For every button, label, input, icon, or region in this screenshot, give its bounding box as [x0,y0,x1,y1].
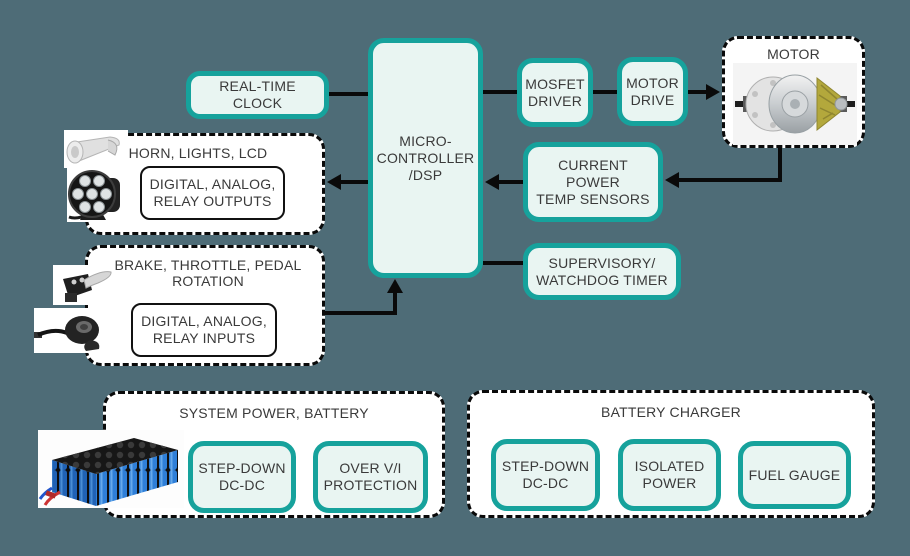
system-power-title: SYSTEM POWER, BATTERY [179,405,369,421]
charger-title: BATTERY CHARGER [601,404,741,420]
relay-outputs-line1: DIGITAL, ANALOG, [149,176,276,192]
throttle-sensor-image [34,308,108,353]
air-horn-image [64,130,128,168]
hub-motor-image [733,63,857,145]
system-power-group: SYSTEM POWER, BATTERY STEP-DOWN DC-DC OV… [103,391,445,518]
inputs-title-line1: BRAKE, THROTTLE, PEDAL [114,257,302,273]
inputs-group-title: BRAKE, THROTTLE, PEDAL ROTATION [103,257,313,289]
outputs-group-title: HORN, LIGHTS, LCD [128,145,268,161]
rtc-box: REAL-TIME CLOCK [186,71,329,119]
brake-lever-image [53,265,113,305]
led-headlight-image [67,166,124,222]
mosfet-driver-box: MOSFET DRIVER [517,58,593,127]
over-vi-protection-box: OVER V/I PROTECTION [313,441,428,513]
relay-outputs-box: DIGITAL, ANALOG, RELAY OUTPUTS [140,166,285,220]
system-stepdown-dcdc-box: STEP-DOWN DC-DC [188,441,296,513]
relay-inputs-line2: RELAY INPUTS [152,330,256,346]
charger-group: BATTERY CHARGER STEP-DOWN DC-DC ISOLATED… [467,390,875,518]
relay-inputs-box: DIGITAL, ANALOG, RELAY INPUTS [131,303,277,357]
outputs-group: HORN, LIGHTS, LCD DIGITAL, ANALOG, RELAY… [85,133,325,235]
charger-stepdown-dcdc-box: STEP-DOWN DC-DC [491,439,600,511]
watchdog-box: SUPERVISORY/ WATCHDOG TIMER [523,243,681,300]
relay-outputs-line2: RELAY OUTPUTS [153,193,272,209]
fuel-gauge-box: FUEL GAUGE [738,441,851,509]
motor-drive-box: MOTOR DRIVE [617,57,688,126]
motor-group: MOTOR [722,36,865,148]
inputs-group: BRAKE, THROTTLE, PEDAL ROTATION DIGITAL,… [85,245,325,366]
motor-title: MOTOR [767,46,820,62]
mcu-box: MICRO- CONTROLLER /DSP [368,38,483,278]
battery-pack-image [38,430,184,508]
inputs-title-line2: ROTATION [172,273,244,289]
isolated-power-box: ISOLATED POWER [618,439,721,511]
sensors-box: CURRENT POWER TEMP SENSORS [523,142,663,222]
relay-inputs-line1: DIGITAL, ANALOG, [141,313,267,329]
